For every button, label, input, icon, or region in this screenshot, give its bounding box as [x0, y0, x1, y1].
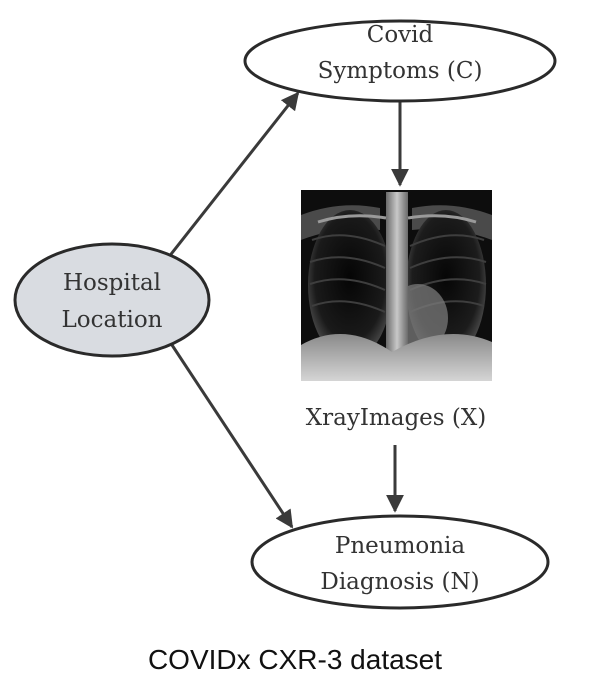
node-pneumonia-diagnosis: Pneumonia Diagnosis (N)	[252, 516, 548, 608]
edge-location-to-symptoms	[168, 93, 298, 258]
covid-symptoms-line1: Covid	[367, 22, 434, 48]
edge-location-to-diagnosis	[170, 342, 292, 527]
xray-images-label: XrayImages (X)	[306, 405, 486, 431]
chest-xray-image	[301, 190, 492, 381]
pneumonia-diagnosis-line1: Pneumonia	[335, 533, 466, 559]
covid-symptoms-line2: Symptoms (C)	[318, 58, 483, 84]
hospital-location-line1: Hospital	[63, 270, 161, 296]
node-covid-symptoms: Covid Symptoms (C)	[245, 21, 555, 101]
pneumonia-diagnosis-line2: Diagnosis (N)	[320, 569, 479, 595]
node-hospital-location: Hospital Location	[15, 244, 209, 356]
dataset-caption: COVIDx CXR-3 dataset	[0, 644, 590, 676]
hospital-location-line2: Location	[62, 307, 163, 333]
